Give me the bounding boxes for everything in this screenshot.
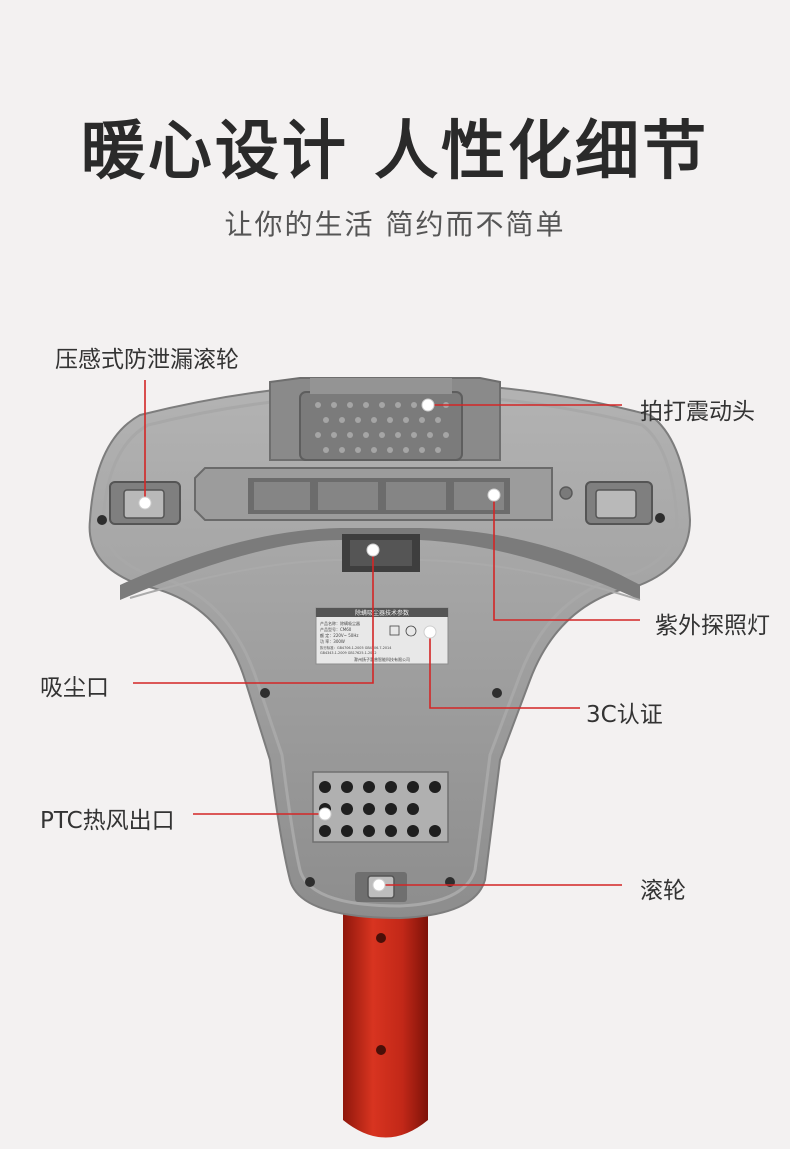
page-title: 暖心设计 人性化细节: [80, 115, 710, 189]
nameplate-line: GB4343.1-2009 GB17625.1-2012: [320, 651, 377, 655]
cert-square-icon: [389, 625, 400, 636]
3c-mark-icon: [405, 625, 417, 637]
page-subtitle: 让你的生活 简约而不简单: [224, 208, 566, 241]
handle-hole: [376, 933, 386, 943]
nameplate-line: 额 定：220V~ 50Hz: [320, 632, 358, 638]
beater-bumps: [315, 402, 449, 453]
ptc-grille: [312, 771, 449, 843]
callout-ptc-outlet: PTC热风出口: [40, 808, 175, 834]
handle-hole: [376, 1045, 386, 1055]
callout-suction-inlet: 吸尘口: [40, 675, 109, 701]
marker-dots: [138, 398, 501, 892]
callout-pressure-wheel: 压感式防泄漏滚轮: [55, 347, 239, 373]
nameplate-footer: 滁州扬子惠普智能科技有限公司: [354, 656, 410, 662]
nameplate-title: 除螨吸尘器技术参数: [355, 609, 409, 617]
callout-roller: 滚轮: [640, 878, 686, 904]
nameplate-line: 功 率：300W: [320, 638, 345, 644]
nameplate-line: 执行标准：GB4706.1-2005 GB4706.7-2014: [320, 645, 391, 650]
leader-lines: [133, 380, 640, 886]
nameplate-line: 产品型号：CM60: [320, 626, 352, 632]
callout-beater-head: 拍打震动头: [640, 399, 755, 425]
handle: [343, 905, 428, 1138]
nameplate-line: 产品名称：除螨吸尘器: [320, 620, 360, 626]
callout-3c-cert: 3C认证: [586, 702, 663, 728]
callout-uv-lamp: 紫外探照灯: [655, 613, 770, 639]
suction-channel: [120, 528, 640, 600]
